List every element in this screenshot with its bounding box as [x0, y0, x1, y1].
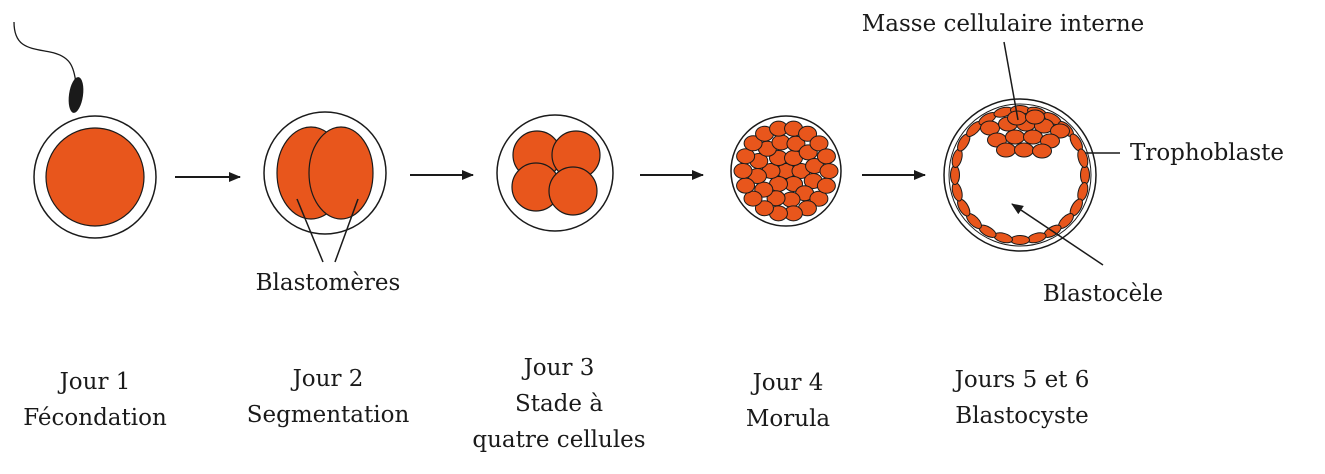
inner-cell-mass-cell [1023, 129, 1043, 145]
stage-name: Blastocyste [955, 403, 1089, 429]
stage-name: Morula [745, 406, 831, 432]
stage-name-line2: quatre cellules [472, 427, 646, 453]
inner-cell-mass-cell [1025, 109, 1045, 125]
inner-cell-mass-cell [1032, 143, 1052, 159]
four-cell-embryo [496, 114, 614, 232]
morula-cell [809, 190, 829, 207]
morula-cell [816, 177, 836, 194]
blastomeres-label: Blastomères [255, 270, 401, 296]
blastocyst [943, 98, 1097, 252]
inner-cell-mass-label: Masse cellulaire interne [861, 11, 1145, 37]
inner-cell-mass-cell [1050, 123, 1070, 139]
leader-lines [296, 41, 1120, 266]
morula-cell [754, 200, 774, 217]
inner-cell-mass-cell [1005, 129, 1025, 145]
trophoblast-label: Trophoblaste [1130, 140, 1285, 166]
morula-cell [809, 135, 829, 152]
morula-cell [798, 125, 818, 142]
sperm-icon [13, 21, 84, 113]
two-cell-embryo [263, 111, 387, 235]
morula-cell [819, 163, 839, 180]
trophoblast-cell [950, 165, 960, 185]
morula-cell [743, 135, 763, 152]
stage-day: Jours 5 et 6 [954, 367, 1090, 393]
morula-cell [816, 148, 836, 165]
morula-cell [743, 190, 763, 207]
morula-cell [736, 177, 756, 194]
trophoblast-cell [1010, 235, 1030, 245]
stage-day: Jour 2 [292, 366, 364, 392]
morula [730, 115, 842, 227]
stage-caption-day4: Jour 4 Morula [746, 365, 830, 437]
morula-cell [736, 148, 756, 165]
stage-name: Stade à [514, 391, 604, 417]
inner-cell-mass-cell [1014, 142, 1034, 158]
progression-arrows [175, 170, 926, 182]
stage-name: Fécondation [23, 405, 167, 431]
inner-cell-mass-cell [996, 142, 1016, 158]
stage-day: Jour 3 [523, 355, 595, 381]
stage-caption-day3: Jour 3 Stade à quatre cellules [472, 350, 645, 458]
morula-cell [733, 162, 753, 179]
trophoblast-cell [1080, 165, 1090, 185]
stage-name: Segmentation [246, 402, 410, 428]
zygote [33, 115, 157, 239]
stage-day: Jour 4 [752, 370, 824, 396]
blastocoel-label: Blastocèle [1042, 281, 1164, 307]
stage-caption-day1: Jour 1 Fécondation [23, 364, 167, 436]
stage-day: Jour 1 [59, 369, 131, 395]
stage-caption-day56: Jours 5 et 6 Blastocyste [955, 362, 1090, 434]
stage-caption-day2: Jour 2 Segmentation [247, 361, 410, 433]
